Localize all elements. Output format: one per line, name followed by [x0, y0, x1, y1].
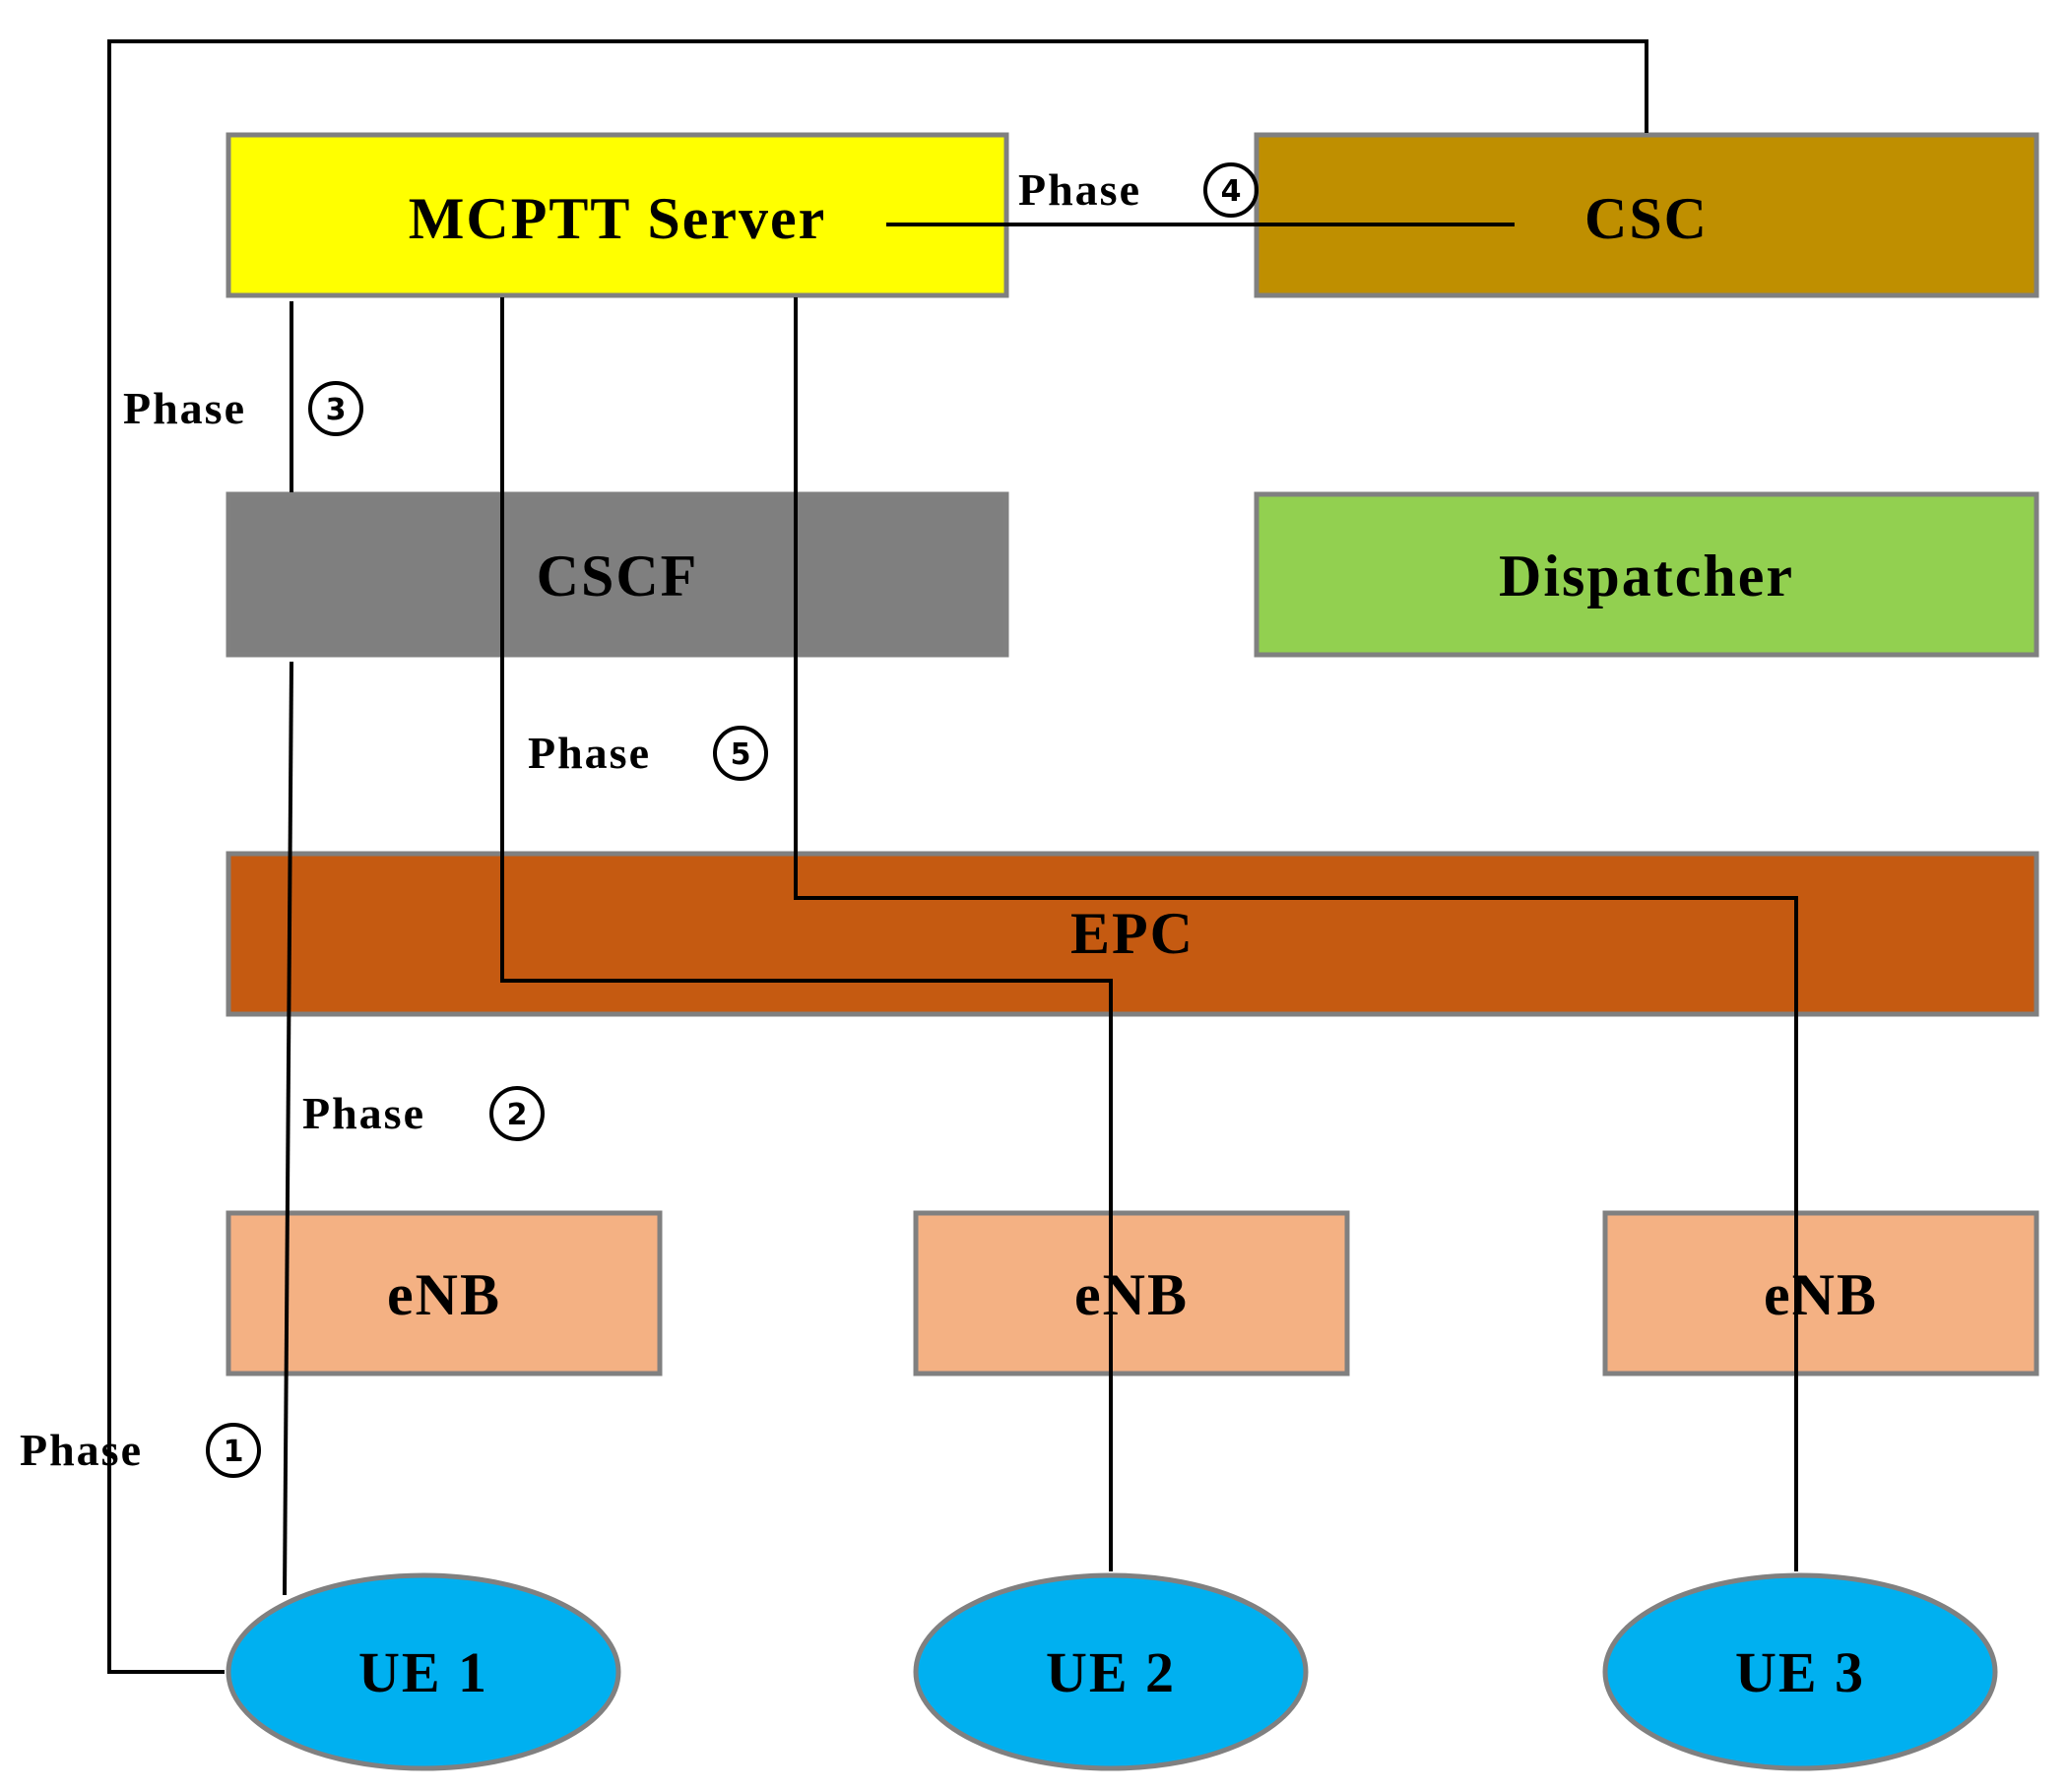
flow-phase-5-ue3 — [794, 297, 1798, 1571]
flow-ue1-to-csc — [107, 39, 1648, 1674]
enb-label-2: eNB — [1074, 1262, 1189, 1327]
phase-1-label: Phase 1 — [20, 1423, 261, 1478]
phase-3-number: 3 — [326, 393, 347, 427]
enb-label-3: eNB — [1764, 1262, 1878, 1327]
flow-phase-5-ue2 — [500, 297, 1113, 1571]
phase-2-circle — [489, 1086, 545, 1141]
phase-2-text: Phase — [302, 1088, 425, 1138]
phase-5-label: Phase 5 — [528, 726, 768, 781]
phase-3-label: Phase 3 — [123, 381, 363, 436]
enb-label-1: eNB — [387, 1262, 501, 1327]
ue-2-node — [913, 1572, 1309, 1771]
epc-box — [226, 851, 2039, 1017]
flow-phase-2 — [283, 661, 293, 1596]
phase-1-text: Phase — [20, 1425, 143, 1475]
enb-box-1 — [226, 1210, 663, 1376]
phase-4-text: Phase — [1018, 164, 1141, 215]
ue-3-label: UE 3 — [1735, 1640, 1865, 1704]
phase-4-circle — [1203, 162, 1259, 218]
mcptt-server-label: MCPTT Server — [409, 186, 826, 251]
cscf-label: CSCF — [537, 544, 699, 608]
phase-5-circle — [713, 726, 768, 781]
ue-3-node — [1602, 1572, 1998, 1771]
ue-1-node — [226, 1572, 621, 1771]
phase-1-number: 1 — [224, 1435, 244, 1469]
ue-1-label: UE 1 — [358, 1640, 488, 1704]
phase-5-text: Phase — [528, 728, 651, 778]
epc-label: EPC — [1070, 901, 1195, 966]
phase-2-number: 2 — [507, 1098, 528, 1132]
phase-2-label: Phase 2 — [302, 1086, 545, 1141]
phase-3-text: Phase — [123, 383, 246, 433]
cscf-box — [226, 491, 1009, 658]
phase-3-circle — [308, 381, 363, 436]
dispatcher-label: Dispatcher — [1499, 544, 1794, 608]
dispatcher-box — [1254, 491, 2039, 658]
ue-2-label: UE 2 — [1046, 1640, 1176, 1704]
mcptt-server-box — [226, 132, 1009, 298]
phase-1-circle — [206, 1423, 261, 1478]
phase-5-number: 5 — [731, 737, 751, 772]
phase-4-number: 4 — [1221, 174, 1242, 209]
enb-box-2 — [913, 1210, 1350, 1376]
enb-box-3 — [1602, 1210, 2039, 1376]
csc-label: CSC — [1584, 186, 1709, 251]
phase-4-label: Phase 4 — [1018, 162, 1259, 218]
csc-box — [1254, 132, 2039, 298]
